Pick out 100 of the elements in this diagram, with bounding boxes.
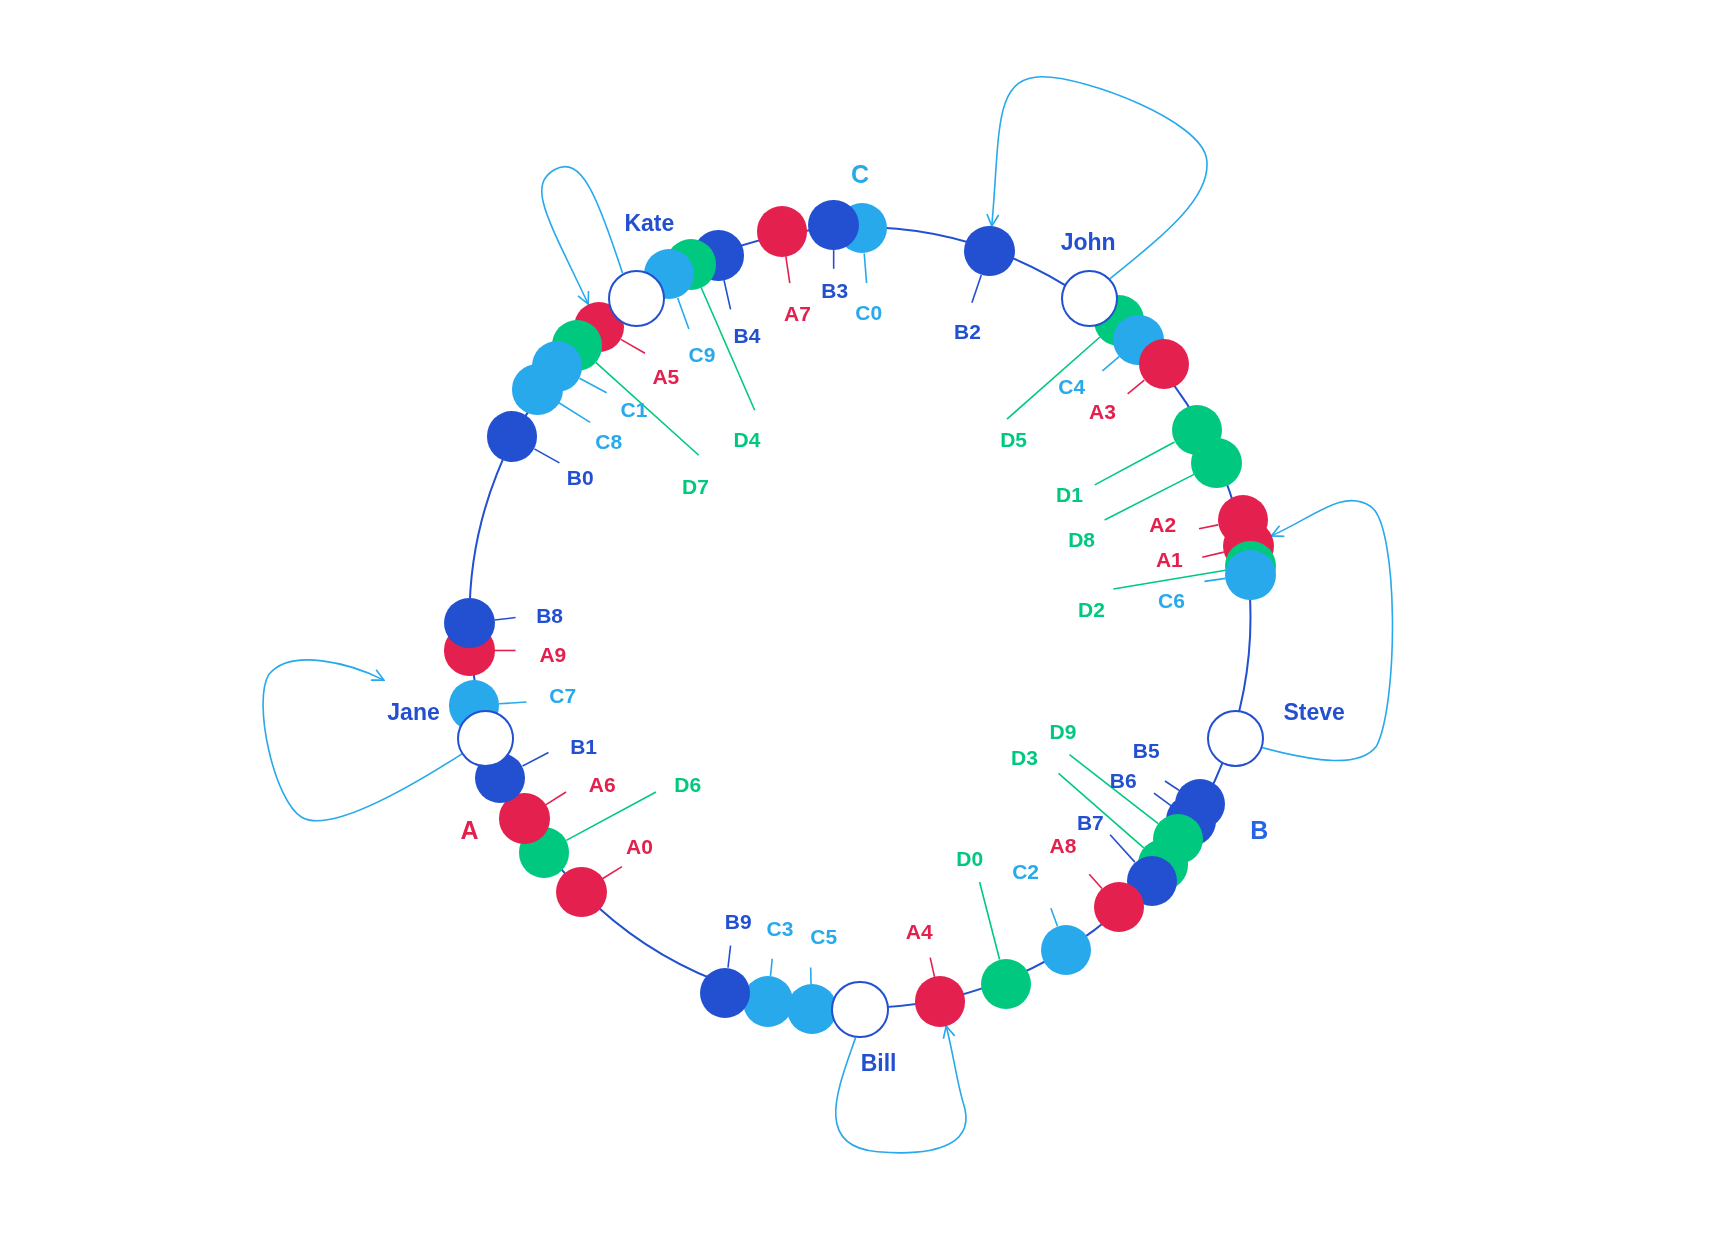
key-label: C1 [620,398,648,420]
server-name: Kate [624,211,675,235]
hash-key-dot [756,206,808,257]
key-label: C6 [1158,589,1185,611]
key-label: A0 [626,835,653,857]
hash-key-dot [556,866,607,918]
group-letter: B [1250,817,1269,843]
key-label: B2 [954,320,981,342]
leader-line [1203,577,1227,583]
leader-line [1109,833,1136,863]
hash-key-dot [444,597,495,649]
hash-key-dot [487,411,538,462]
leader-line [558,401,591,424]
leader-line [493,649,517,652]
key-label: D5 [1000,428,1027,450]
leader-line [1153,792,1172,807]
key-label: D8 [1068,528,1095,550]
leader-line [578,377,608,394]
curved-arrow [986,76,1208,280]
key-label: B7 [1076,811,1104,833]
leader-line [971,274,983,304]
key-label: A8 [1049,834,1077,856]
leader-line [1164,780,1180,791]
leader-line [1093,441,1176,486]
key-label: A9 [539,643,567,665]
key-label: C4 [1058,375,1086,397]
leader-line [1050,907,1059,928]
leader-line [832,249,835,270]
leader-line [1112,569,1227,590]
key-label: D2 [1078,598,1105,620]
hash-key-dot [499,793,550,844]
leader-line [676,297,690,330]
key-label: A1 [1155,548,1183,570]
hash-key-dot [699,967,751,1018]
leader-line [533,448,561,464]
key-label: C0 [855,301,883,322]
leader-line [1201,551,1225,559]
leader-line [1088,873,1103,890]
key-label: B8 [536,604,563,626]
leader-line [498,701,528,705]
key-label: D7 [682,475,709,497]
key-label: D6 [674,773,702,795]
curved-arrow [262,659,463,822]
leader-line [1057,772,1145,849]
leader-line [565,791,657,842]
key-label: B0 [566,466,594,488]
key-label: D1 [1056,483,1083,505]
key-label: B5 [1132,739,1160,761]
leader-line [700,286,756,412]
leader-line [785,255,791,284]
curved-arrow [541,165,624,305]
hash-key-dot [1225,549,1276,600]
leader-line [978,881,1001,961]
leader-line [1006,336,1101,420]
hash-key-dot [1191,437,1242,489]
key-label: C5 [810,925,838,947]
leader-line [620,338,646,354]
leader-line [521,751,550,767]
curved-arrow [1261,499,1394,762]
key-label: D9 [1049,720,1077,742]
key-label: C3 [766,917,794,939]
hash-key-dot [808,199,859,251]
leader-line [544,791,567,806]
key-label: A4 [905,920,933,942]
hash-key-dot [1093,881,1145,933]
key-label: C2 [1012,860,1040,882]
key-label: A7 [784,302,811,324]
leader-line [1126,379,1146,395]
server-name: Steve [1283,700,1345,724]
key-label: B6 [1109,769,1137,791]
key-label: D0 [956,847,984,869]
key-label: C7 [549,684,577,706]
server-name: Bill [860,1051,897,1075]
leader-line [1198,524,1219,530]
key-label: A2 [1149,513,1177,535]
leader-line [863,252,868,284]
leader-line [929,956,936,978]
group-letter: A [460,817,479,843]
leader-line [1103,473,1195,521]
key-label: C8 [595,430,623,452]
group-letter: C [850,161,870,187]
key-label: D4 [733,428,761,450]
key-label: B9 [724,910,752,932]
leader-line [723,279,732,311]
key-label: C9 [688,343,716,365]
leader-line [493,616,517,621]
curved-arrow [834,1025,967,1154]
leader-line [809,966,812,985]
key-label: B4 [733,324,761,346]
key-label: B3 [821,279,849,301]
key-label: A3 [1089,400,1116,422]
key-label: B1 [570,735,597,757]
server-name: John [1060,230,1116,254]
leader-line [1068,753,1159,825]
leader-line [1101,355,1121,372]
key-label: D3 [1011,746,1038,768]
key-label: A6 [588,773,616,795]
leader-line [602,865,623,880]
leader-line [769,957,774,978]
key-label: A5 [652,365,680,387]
